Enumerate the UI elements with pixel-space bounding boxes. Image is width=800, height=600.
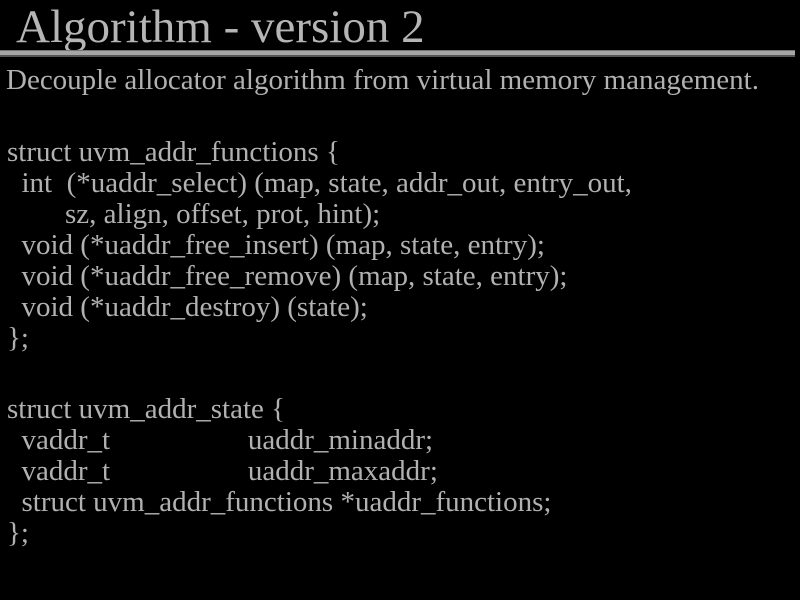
code-block-uvm-addr-state: struct uvm_addr_state { vaddr_t uaddr_mi… — [7, 394, 551, 549]
code-line: int (*uaddr_select) (map, state, addr_ou… — [7, 167, 632, 199]
slide-subtitle: Decouple allocator algorithm from virtua… — [6, 64, 759, 96]
code-line: void (*uaddr_free_insert) (map, state, e… — [7, 229, 545, 261]
code-line: void (*uaddr_destroy) (state); — [7, 291, 368, 323]
title-underline-rule — [0, 50, 795, 57]
code-line: vaddr_t uaddr_maxaddr; — [7, 455, 438, 487]
slide-title: Algorithm - version 2 — [16, 1, 425, 53]
code-line: }; — [7, 517, 29, 549]
code-line: struct uvm_addr_functions *uaddr_functio… — [7, 486, 552, 518]
code-line: sz, align, offset, prot, hint); — [7, 198, 381, 230]
code-block-uvm-addr-functions: struct uvm_addr_functions { int (*uaddr_… — [7, 137, 632, 354]
code-line: struct uvm_addr_state { — [7, 393, 286, 425]
code-line: }; — [7, 322, 29, 354]
code-line: struct uvm_addr_functions { — [7, 136, 340, 168]
code-line: vaddr_t uaddr_minaddr; — [7, 424, 434, 456]
code-line: void (*uaddr_free_remove) (map, state, e… — [7, 260, 568, 292]
